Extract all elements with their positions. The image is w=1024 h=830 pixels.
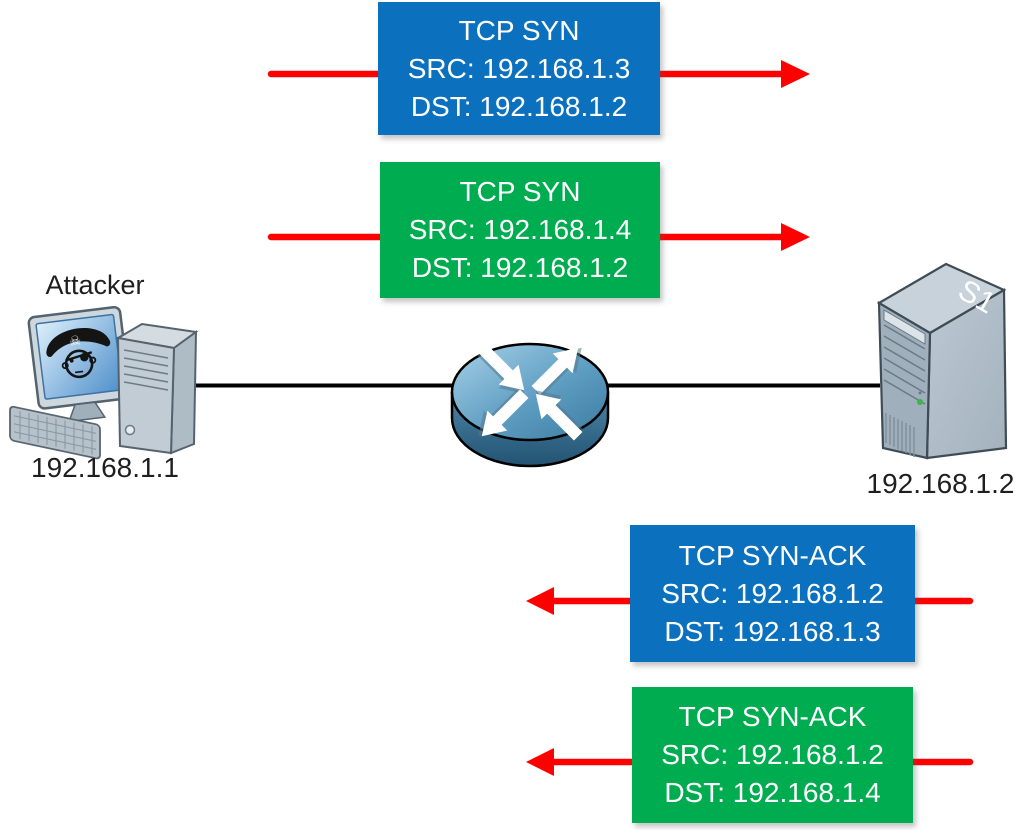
packet-dst: DST: 192.168.1.2 bbox=[411, 252, 629, 283]
server-tower-icon: S1 bbox=[876, 262, 1008, 460]
router-icon bbox=[450, 337, 610, 468]
packet-box-syn-2: TCP SYN SRC: 192.168.1.4 DST: 192.168.1.… bbox=[380, 162, 660, 298]
server-drive-bays bbox=[883, 309, 926, 405]
packet-src: SRC: 192.168.1.2 bbox=[661, 577, 884, 609]
svg-text:☠: ☠ bbox=[69, 334, 82, 350]
server-led bbox=[917, 399, 923, 405]
monitor-stand bbox=[67, 401, 107, 423]
monitor: ☠ bbox=[27, 305, 132, 423]
packet-src: SRC: 192.168.1.2 bbox=[661, 739, 884, 770]
packet-title: TCP SYN bbox=[459, 176, 581, 207]
packet-dst: DST: 192.168.1.3 bbox=[664, 615, 881, 647]
server-vents bbox=[885, 413, 915, 457]
tower-case bbox=[115, 322, 199, 455]
packet-title: TCP SYN-ACK bbox=[678, 701, 867, 732]
server-ip-label: 192.168.1.2 bbox=[866, 468, 1015, 499]
attacker-ip-label: 192.168.1.1 bbox=[31, 452, 179, 483]
attacker-computer-icon: ☠ bbox=[9, 305, 199, 460]
packet-title: TCP SYN-ACK bbox=[678, 539, 867, 571]
packet-dst: DST: 192.168.1.2 bbox=[410, 90, 628, 122]
packet-box-synack-1: TCP SYN-ACK SRC: 192.168.1.2 DST: 192.16… bbox=[630, 525, 915, 662]
packet-src: SRC: 192.168.1.4 bbox=[408, 214, 632, 245]
packet-box-synack-2: TCP SYN-ACK SRC: 192.168.1.2 DST: 192.16… bbox=[632, 687, 913, 823]
packet-box-syn-1: TCP SYN SRC: 192.168.1.3 DST: 192.168.1.… bbox=[378, 2, 660, 135]
packet-dst: DST: 192.168.1.4 bbox=[664, 777, 881, 808]
keyboard bbox=[9, 405, 101, 460]
attacker-label: Attacker bbox=[45, 270, 145, 300]
pirate-icon: ☠ bbox=[46, 328, 111, 379]
packet-src: SRC: 192.168.1.3 bbox=[407, 52, 631, 84]
packet-title: TCP SYN bbox=[458, 14, 580, 46]
